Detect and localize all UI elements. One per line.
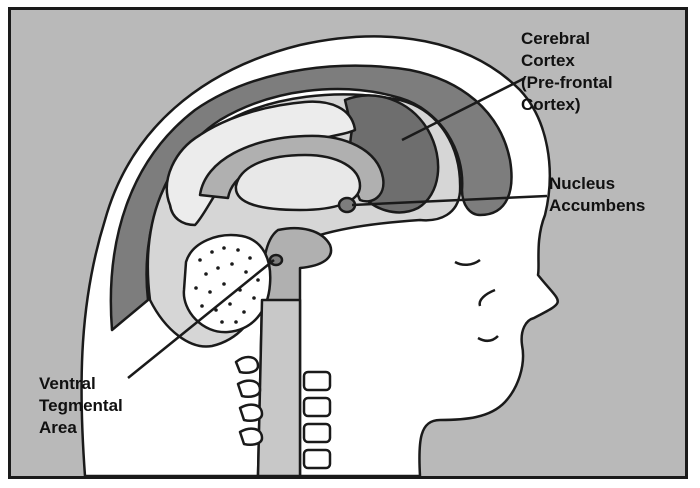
label-line: Cortex) bbox=[521, 94, 613, 116]
label-ventral-tegmental-area: Ventral Tegmental Area bbox=[39, 373, 123, 439]
label-line: Cortex bbox=[521, 50, 613, 72]
label-line: Accumbens bbox=[549, 195, 645, 217]
label-nucleus-accumbens: Nucleus Accumbens bbox=[549, 173, 645, 217]
label-line: Ventral bbox=[39, 373, 123, 395]
label-line: Area bbox=[39, 417, 123, 439]
label-line: (Pre-frontal bbox=[521, 72, 613, 94]
label-line: Tegmental bbox=[39, 395, 123, 417]
spinal-column bbox=[258, 300, 300, 476]
label-cerebral-cortex: Cerebral Cortex (Pre-frontal Cortex) bbox=[521, 28, 613, 116]
vta-marker bbox=[270, 255, 282, 265]
cerebellum bbox=[184, 235, 270, 332]
label-line: Cerebral bbox=[521, 28, 613, 50]
label-line: Nucleus bbox=[549, 173, 645, 195]
